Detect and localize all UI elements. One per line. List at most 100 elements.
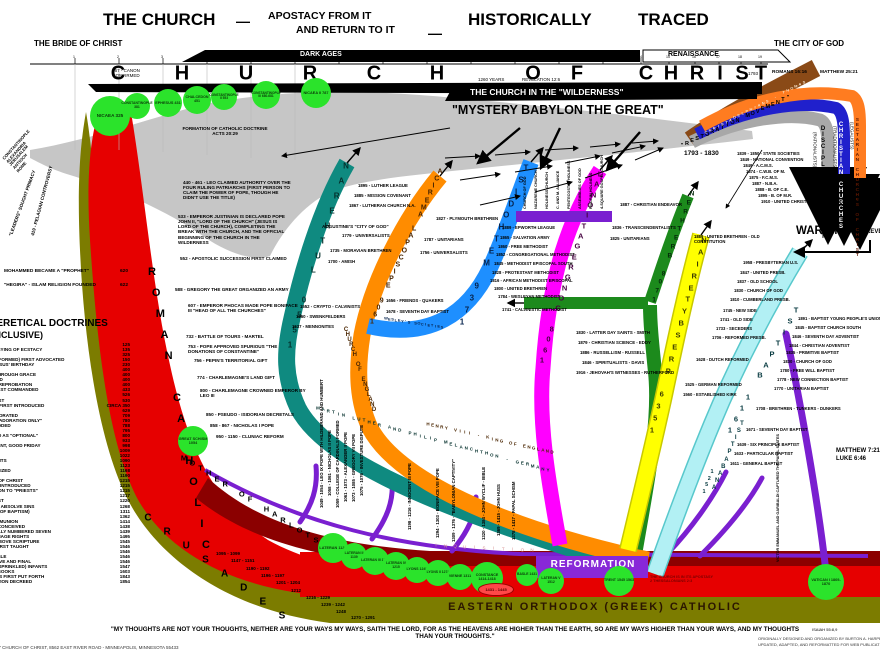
heretical-doctrine-year: 1268 [119, 503, 130, 509]
offshoot-item: 1830 - LATTER DAY SAINTS - SMITH [576, 330, 650, 335]
luther-melanchthon-label: Y [546, 467, 550, 473]
heretical-doctrine-row: SPRINKLING (IN PLACE OF BAPTISM)1311 [0, 509, 130, 514]
church-of-christ-letters: S [735, 62, 749, 85]
heretical-doctrine-row: DENIAL OF CUP IN COMMUNION1414 [0, 519, 130, 524]
heretical-doctrine-row: CELIBACY ENFORCED1123 [0, 463, 130, 468]
presbyterian-branch: 1958 - PRESBYTERIAN U.S. [743, 260, 799, 265]
inquisition-label: O [520, 547, 525, 552]
catholic-history-note: 588 - GREGORY THE GREAT ORGANIZED AN ARM… [175, 287, 289, 292]
wesleys-societies-label: I [424, 321, 427, 327]
baptist-branch: 1778 - NEW CONNECTION BAPTIST [777, 377, 849, 382]
heretical-doctrine-year: 1545 [119, 538, 130, 544]
reformation-banner-label: REFORMATION [550, 559, 636, 570]
anabaptist-label: P [727, 449, 732, 456]
catholic-history-note: FORMATION OF CATHOLIC DOCTRINE ACTS 20:2… [182, 126, 268, 137]
century-number: 11 [512, 55, 516, 59]
crusades-label: S [278, 610, 286, 622]
church-apostasy-note: THE CHURCH IS IN ITS APOSTASY 2 THESSALO… [650, 575, 714, 584]
restoration-movement-label: T [700, 133, 704, 140]
congregational-band-label: A [577, 231, 584, 241]
methodist-branch: 1741 - CALVINISTIC METHODIST [502, 307, 567, 312]
presbyterian-branch: 1741 - OLD SIDE [720, 317, 753, 322]
crusade-date: 1201 - 1204 [276, 580, 301, 585]
heretical-doctrine-year: 1439 [119, 528, 130, 534]
restoration-movement-label: T [720, 124, 725, 131]
episcopal-band-label: S [395, 261, 401, 269]
heretical-doctrine-row: "PRAYERS" FACING EAST530 [0, 398, 130, 403]
crusades-label: U [182, 540, 190, 552]
heretical-doctrine-year: 150 [122, 357, 130, 363]
presbyterian-band-label: 6 [659, 389, 664, 399]
presbyterian-band-shape [620, 233, 709, 552]
heretical-doctrine-text: MARY IMMACULATELY CONCEIVED [0, 523, 26, 529]
warning-label: WARNING!!! [796, 225, 864, 237]
congregational-band-label: I [586, 210, 589, 220]
brethren-band-label: 7 [655, 287, 659, 295]
lutheran-branch: 1560 - SWENKFELDERS [296, 314, 346, 319]
christadelphian-band-label: C [704, 129, 708, 135]
luther-melanchthon-label: N [393, 426, 397, 432]
heretical-doctrine-row: INDEX OF FORBIDDEN BOOKS1603 [0, 569, 130, 574]
methodist-branch: 1784 - WESLEYAN METHODIST [498, 294, 561, 299]
mystery-babylon-label: "MYSTERY BABYLON THE GREAT" [452, 103, 664, 117]
anabaptist-label: A [711, 485, 717, 491]
heretical-doctrine-text: APOCRYPHA IN THE BIBLE [0, 553, 7, 559]
congregational-band-label: 6 [543, 345, 548, 355]
heretical-doctrine-year: 1215 [119, 483, 130, 489]
renaissance-label: RENAISSANCE [668, 51, 719, 58]
holiness-church-label: 4-SQUARE GOSPEL CHURCH [600, 155, 604, 209]
catholic-history-note: 533 - EMPEROR JUSTINIAN IS DECLARED POPE… [178, 214, 285, 245]
heretical-doctrine-row: ROSARY BEADS1217 [0, 493, 130, 498]
christian-churches-band-shape [694, 99, 880, 246]
christadelphian-band-label: P [745, 108, 749, 114]
heretical-list-subtitle: (NOT ALL INCLUSIVE) [0, 330, 43, 340]
christadelphian-band-label: L [741, 110, 744, 116]
episcopal-band-label: L [411, 225, 417, 233]
methodist-branch: 1889 - EPWORTH LEAGUE [502, 225, 556, 230]
church-of-christ-letters: C [638, 62, 654, 85]
congregational-band-label: O [558, 293, 565, 303]
restoration-movement-label: R [685, 140, 690, 147]
baptist-branch: 1844 - CHRISTIAN ADVENTIST [789, 343, 850, 348]
episcopal-band-label: A [437, 168, 443, 176]
roman-catholic-band-label: N [164, 350, 173, 362]
title-dash-2: — [428, 25, 442, 41]
warning-arrow [793, 240, 871, 258]
brethren-band-label: E [673, 234, 679, 242]
christadelphian-band-label: D [733, 114, 737, 120]
mother-of-harlots-label: T [305, 530, 311, 540]
methodist-branch: 1865 - SALVATION ARMY [500, 235, 550, 240]
presbyterian-band-label: R [668, 354, 675, 364]
lutheran-branch: 1735 - MORAVIAN BRETHREN [330, 248, 392, 253]
methodist-band-label: 3 [469, 293, 475, 303]
heretical-doctrine-text: MARY SINLESSLY BORN [0, 514, 96, 519]
henry-viii-label: R [440, 424, 444, 430]
century-number: 6 [293, 55, 295, 59]
inquisition-label: I [492, 545, 495, 551]
church-of-christ-letters: C [110, 62, 126, 85]
heretical-doctrine-year: 400 [122, 382, 130, 388]
wesleys-societies-label: E [387, 316, 391, 322]
luther-melanchthon-label: A [536, 464, 540, 470]
crusade-date: 1190 - 1192 [246, 566, 270, 571]
century-number: 2 [117, 55, 119, 59]
century-number: 1 [73, 55, 75, 59]
henry-viii-label: L [536, 446, 540, 452]
heretical-doctrine-row: CANONIZATION OF SAINTS1090 [0, 458, 130, 463]
church-of-christ-letters: C [366, 62, 382, 85]
heretical-doctrine-year: 780 [122, 417, 130, 423]
congregational-branch: 1836 - TRANSCENDENTALISTS [612, 225, 676, 230]
luther-melanchthon-label: E [372, 420, 376, 426]
restoration-movement-label: M [745, 113, 750, 120]
heretical-doctrine-text: MONASTERIES INCORPORATED [0, 412, 18, 418]
episcopal-branch: 1827 - PLYMOUTH BRETHREN [436, 216, 499, 221]
church-of-england-label: C [350, 347, 356, 353]
church-of-england-label: F [358, 367, 362, 373]
luther-melanchthon-label: E [449, 441, 453, 447]
roman-catholic-band-label: L [194, 497, 202, 509]
episcopal-band-label: I [432, 182, 435, 190]
henry-viii-label: N [495, 437, 499, 443]
society-item: 1874 - C.W.B. OF M. [746, 169, 786, 174]
